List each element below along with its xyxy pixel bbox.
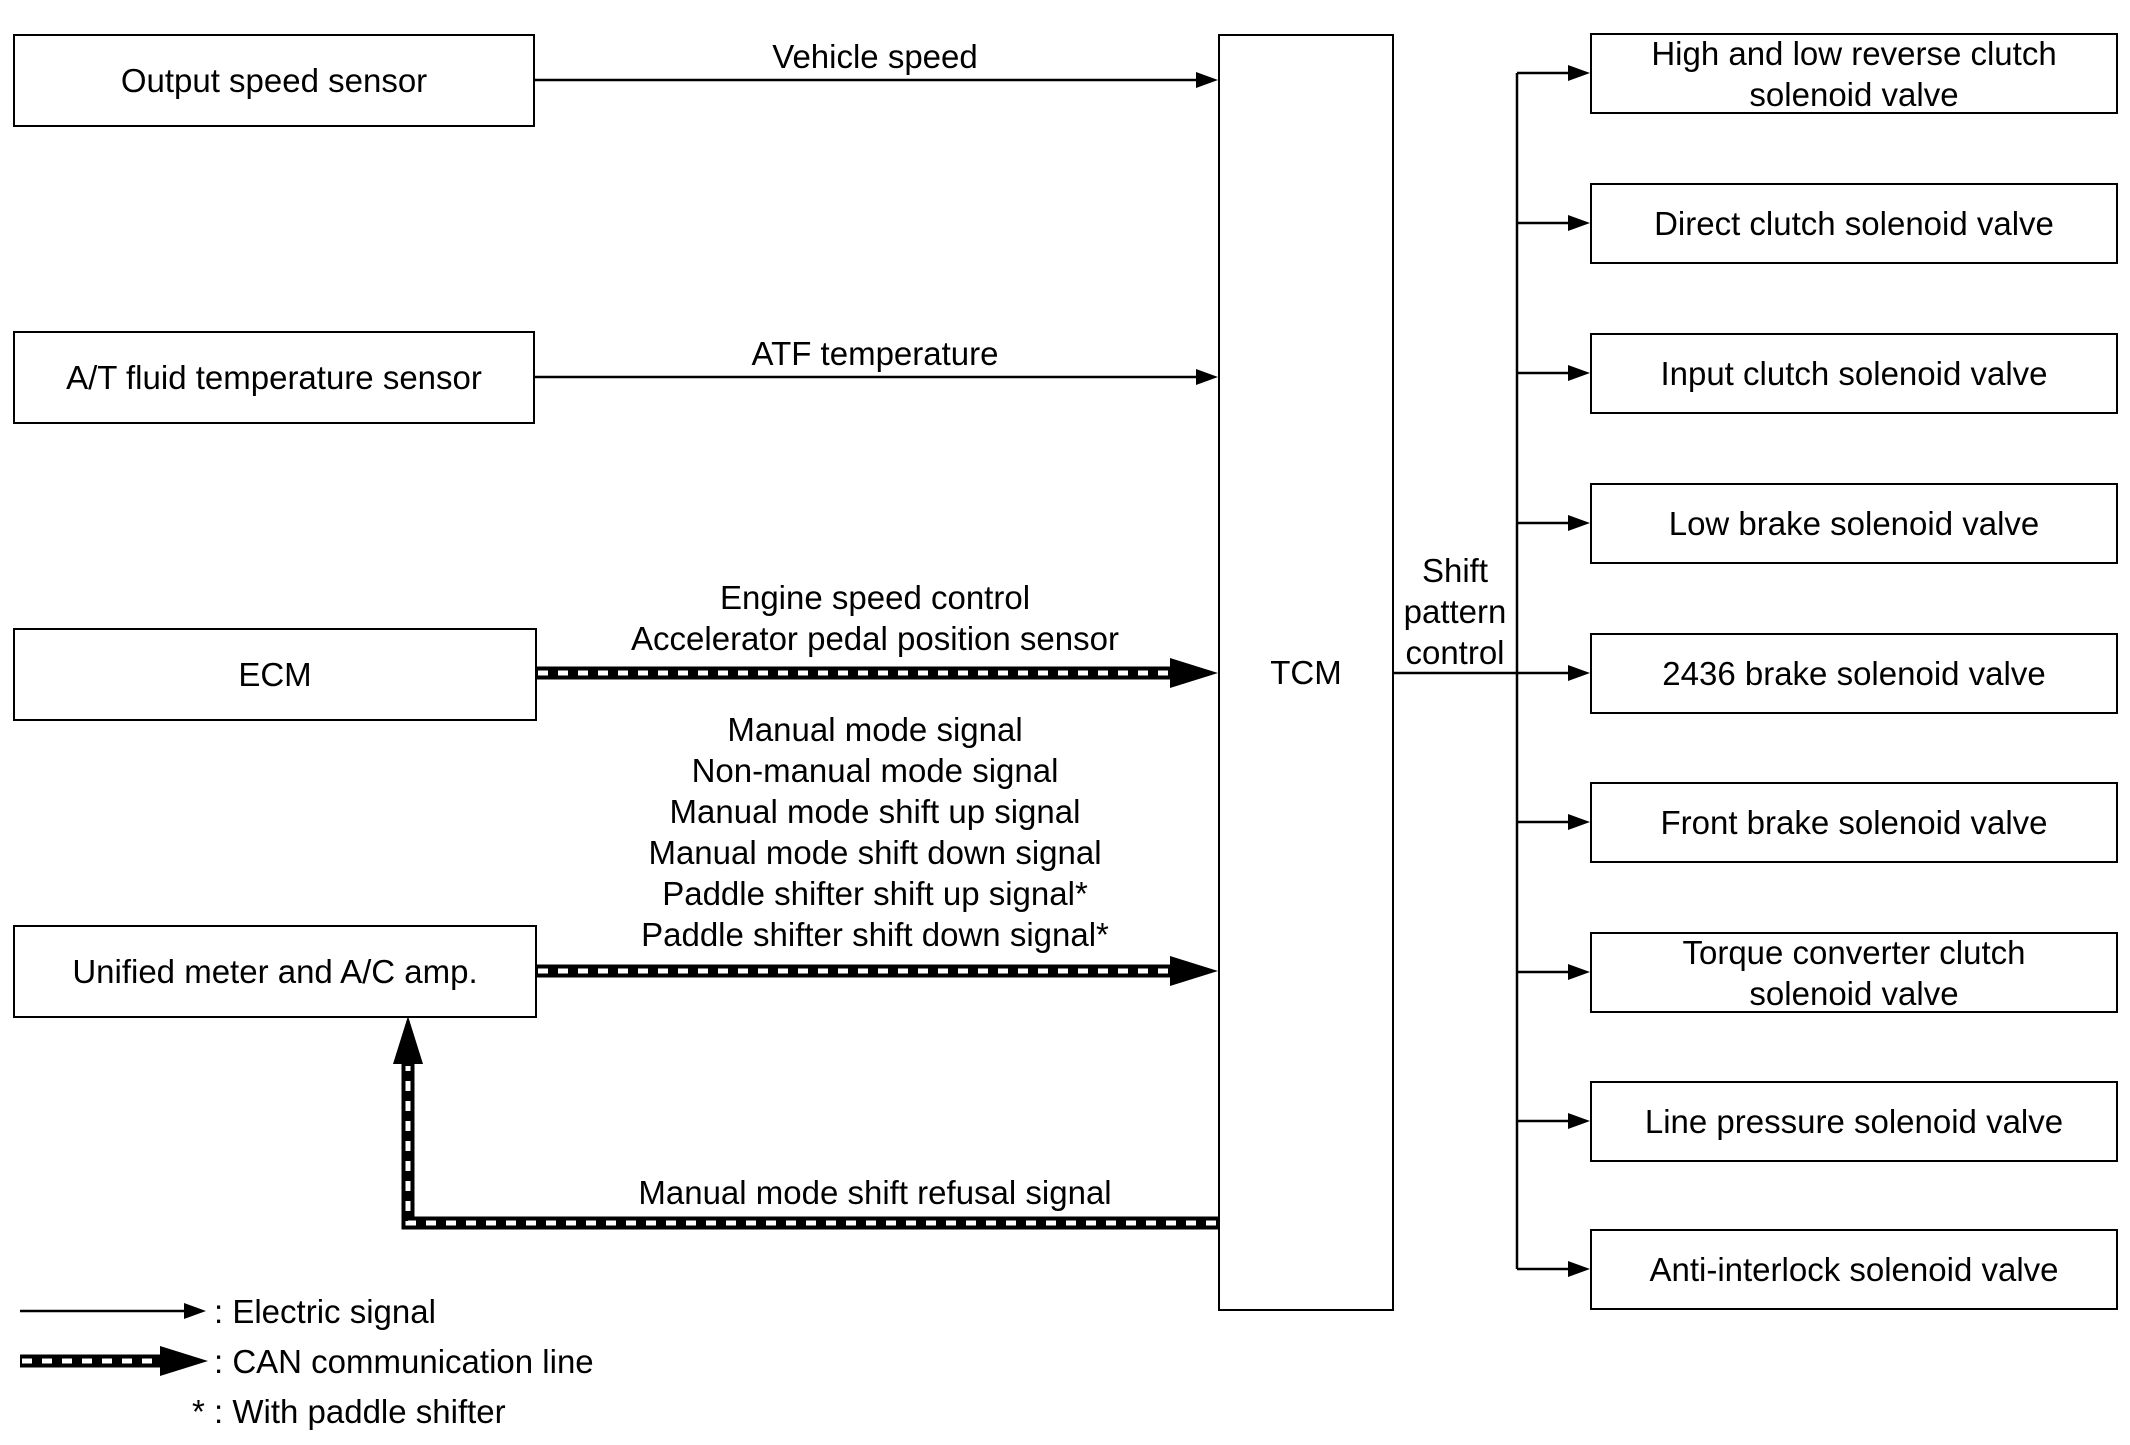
direct-clutch-valve-label: Direct clutch solenoid valve bbox=[1654, 205, 2054, 242]
refusal-signal-label: Manual mode shift refusal signal bbox=[638, 1174, 1112, 1211]
direct-clutch-valve-box: Direct clutch solenoid valve bbox=[1590, 183, 2118, 264]
front-brake-valve-box: Front brake solenoid valve bbox=[1590, 782, 2118, 863]
shift-pattern-control-bus bbox=[1393, 73, 1519, 1269]
at-fluid-temp-sensor-box: A/T fluid temperature sensor bbox=[13, 331, 535, 424]
brake-2436-valve-box: 2436 brake solenoid valve bbox=[1590, 633, 2118, 714]
shift-pattern-control-label: Shift pattern control bbox=[1403, 552, 1507, 671]
unified-meter-box: Unified meter and A/C amp. bbox=[13, 925, 537, 1018]
line-pressure-valve-box: Line pressure solenoid valve bbox=[1590, 1081, 2118, 1162]
legend-paddle-label: * : With paddle shifter bbox=[192, 1393, 506, 1430]
legend-can-arrow-icon bbox=[20, 1346, 208, 1376]
high-low-reverse-clutch-valve-box: High and low reverse clutch solenoid val… bbox=[1590, 33, 2118, 114]
tcm-label: TCM bbox=[1270, 654, 1342, 691]
output-speed-sensor-box: Output speed sensor bbox=[13, 34, 535, 127]
at-fluid-temp-sensor-label: A/T fluid temperature sensor bbox=[66, 359, 482, 396]
can-line-meter-to-tcm bbox=[536, 956, 1218, 986]
ecm-box: ECM bbox=[13, 628, 537, 721]
low-brake-valve-label: Low brake solenoid valve bbox=[1668, 505, 2040, 542]
legend-electric-label: : Electric signal bbox=[214, 1293, 436, 1330]
electric-signal-atf-temperature bbox=[534, 369, 1218, 385]
anti-interlock-valve-box: Anti-interlock solenoid valve bbox=[1590, 1229, 2118, 1310]
output-speed-sensor-label: Output speed sensor bbox=[120, 62, 428, 99]
can-line-ecm-to-tcm bbox=[536, 658, 1218, 688]
legend-electric-arrow-icon bbox=[20, 1303, 206, 1319]
torque-converter-clutch-valve-box: Torque converter clutch solenoid valve bbox=[1590, 932, 2118, 1013]
anti-interlock-valve-label: Anti-interlock solenoid valve bbox=[1649, 1251, 2059, 1288]
can-line-tcm-to-meter bbox=[393, 1016, 1218, 1230]
input-clutch-valve-label: Input clutch solenoid valve bbox=[1660, 355, 2048, 392]
electric-signal-vehicle-speed bbox=[534, 72, 1218, 88]
unified-meter-label: Unified meter and A/C amp. bbox=[72, 953, 478, 990]
input-clutch-valve-box: Input clutch solenoid valve bbox=[1590, 333, 2118, 414]
ecm-signals-label: Engine speed control Accelerator pedal p… bbox=[631, 579, 1119, 657]
ecm-label: ECM bbox=[238, 656, 312, 693]
tcm-box: TCM bbox=[1218, 34, 1394, 1311]
atf-temperature-label: ATF temperature bbox=[751, 335, 999, 372]
meter-signals-label: Manual mode signal Non-manual mode signa… bbox=[641, 711, 1109, 953]
valve-branch-arrows bbox=[1517, 65, 1590, 1277]
high-low-reverse-clutch-valve-label: High and low reverse clutch solenoid val… bbox=[1651, 34, 2057, 113]
line-pressure-valve-label: Line pressure solenoid valve bbox=[1644, 1103, 2064, 1140]
torque-converter-clutch-valve-label: Torque converter clutch solenoid valve bbox=[1682, 933, 2026, 1012]
brake-2436-valve-label: 2436 brake solenoid valve bbox=[1662, 655, 2046, 692]
vehicle-speed-label: Vehicle speed bbox=[772, 38, 978, 75]
front-brake-valve-label: Front brake solenoid valve bbox=[1660, 804, 2048, 841]
low-brake-valve-box: Low brake solenoid valve bbox=[1590, 483, 2118, 564]
legend-can-label: : CAN communication line bbox=[214, 1343, 594, 1380]
